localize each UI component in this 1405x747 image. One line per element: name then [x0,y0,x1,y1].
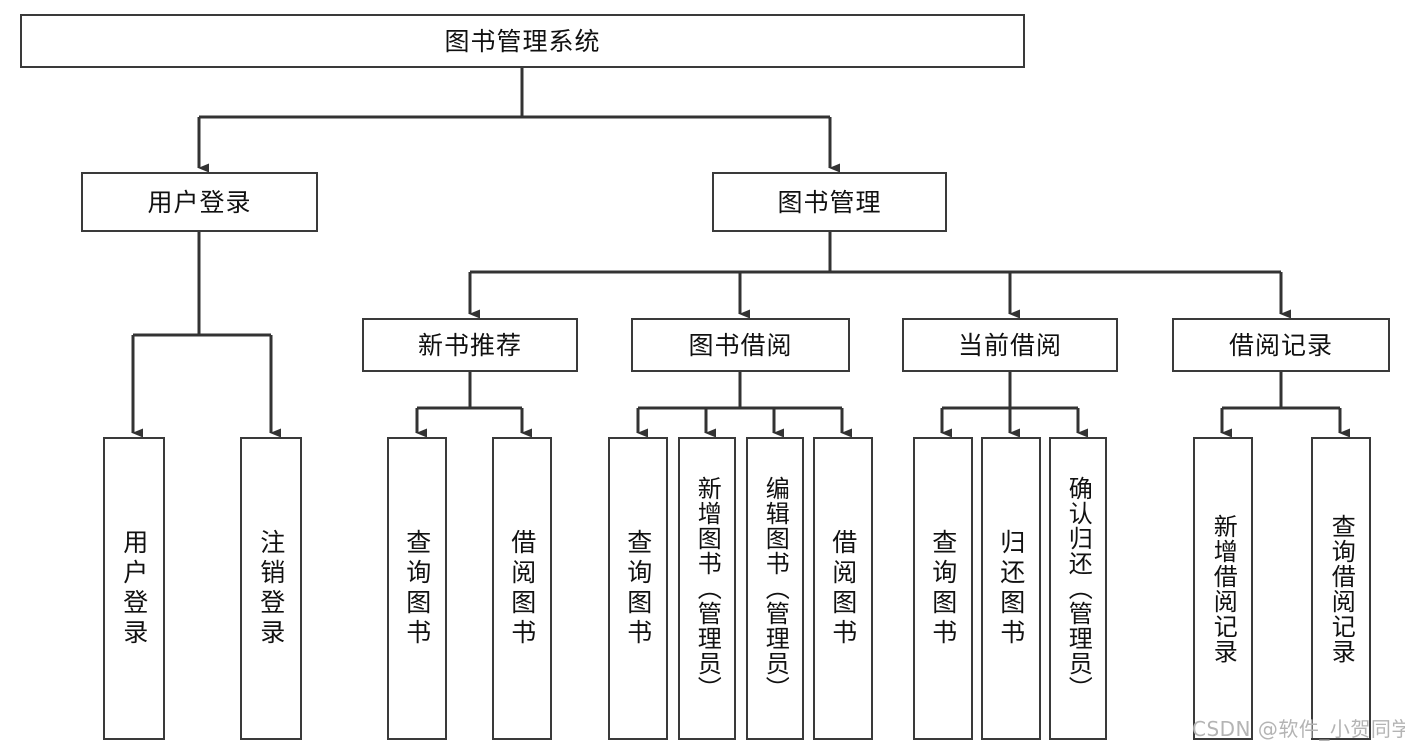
node-label: 图书借阅 [688,330,793,360]
node-leaf-return-book[interactable]: 归还图书 [981,437,1041,740]
node-label: 用户登录 [147,187,252,217]
node-leaf-query-borrow-record[interactable]: 查询借阅记录 [1311,437,1371,740]
node-label: 新增图书（管理员） [693,476,722,701]
node-leaf-query-book-3[interactable]: 查询图书 [913,437,973,740]
node-label: 查询图书 [928,528,958,649]
node-label: 查询图书 [402,528,432,649]
node-book-management[interactable]: 图书管理 [712,172,947,232]
node-label: 图书管理系统 [444,26,601,56]
node-label: 确认归还（管理员） [1064,476,1093,701]
node-label: 归还图书 [996,528,1026,649]
node-leaf-user-login[interactable]: 用户登录 [103,437,165,740]
node-label: 查询借阅记录 [1327,513,1356,664]
node-leaf-query-book-2[interactable]: 查询图书 [608,437,668,740]
node-label: 当前借阅 [957,330,1062,360]
node-label: 注销登录 [256,528,286,649]
node-new-book-recommend[interactable]: 新书推荐 [362,318,578,372]
node-label: 查询图书 [623,528,653,649]
node-leaf-borrow-book-2[interactable]: 借阅图书 [813,437,873,740]
node-label: 新增借阅记录 [1209,513,1238,664]
node-label: 借阅图书 [507,528,537,649]
node-leaf-confirm-return-admin[interactable]: 确认归还（管理员） [1049,437,1107,740]
node-root-system[interactable]: 图书管理系统 [20,14,1025,68]
node-label: 用户登录 [119,528,149,649]
node-label: 借阅记录 [1228,330,1333,360]
node-current-borrow[interactable]: 当前借阅 [902,318,1118,372]
node-label: 借阅图书 [828,528,858,649]
node-book-borrow[interactable]: 图书借阅 [631,318,850,372]
csdn-watermark: CSDN @软件_小贺同学 [1192,717,1405,741]
node-leaf-logout[interactable]: 注销登录 [240,437,302,740]
node-leaf-query-book-1[interactable]: 查询图书 [387,437,447,740]
node-leaf-add-book-admin[interactable]: 新增图书（管理员） [678,437,736,740]
node-label: 新书推荐 [417,330,522,360]
node-leaf-add-borrow-record[interactable]: 新增借阅记录 [1193,437,1253,740]
node-leaf-edit-book-admin[interactable]: 编辑图书（管理员） [746,437,804,740]
node-user-login[interactable]: 用户登录 [81,172,318,232]
node-leaf-borrow-book-1[interactable]: 借阅图书 [492,437,552,740]
node-label: 编辑图书（管理员） [761,476,790,701]
node-label: 图书管理 [777,187,882,217]
node-borrow-record[interactable]: 借阅记录 [1172,318,1390,372]
